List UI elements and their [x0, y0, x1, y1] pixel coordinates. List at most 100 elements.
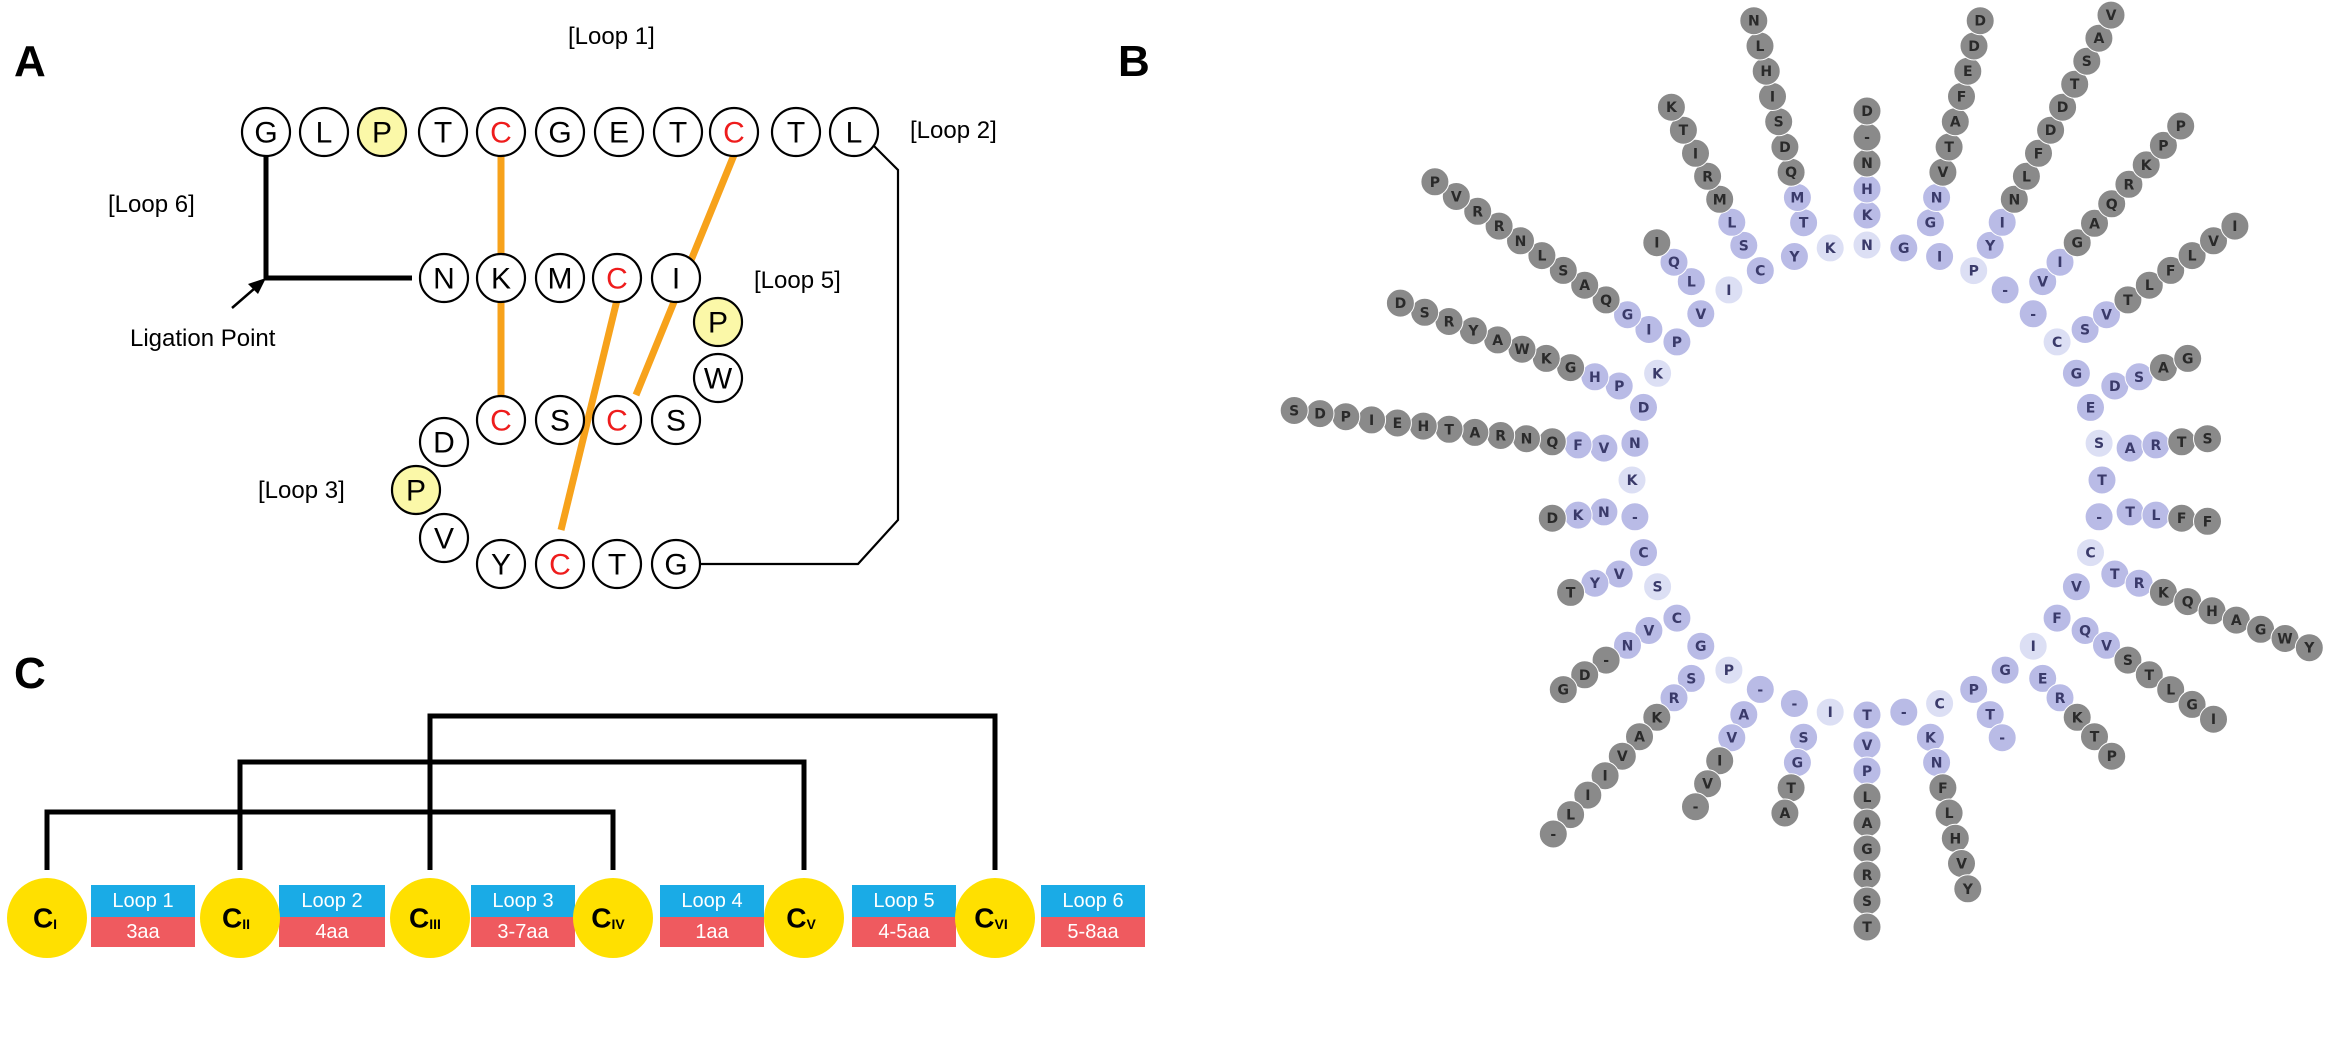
wheel-ring-res-40: K	[1815, 233, 1845, 263]
wheel-spoke-25-res-4: R	[1693, 161, 1723, 191]
wheel-spoke-18-res-1: V	[1634, 616, 1664, 645]
svg-text:-: -	[1603, 653, 1609, 669]
svg-text:N: N	[1629, 436, 1641, 452]
svg-text:V: V	[1726, 731, 1737, 747]
wheel-spoke-7-res-2: R	[2141, 430, 2171, 460]
wheel-spoke-8-res-3: F	[2167, 503, 2197, 533]
wheel-spoke-10-res-2: V	[2092, 630, 2121, 660]
wheel-spoke-3-res-1: Y	[1975, 230, 2005, 260]
svg-text:L: L	[2145, 278, 2154, 294]
svg-text:Loop 2: Loop 2	[301, 890, 362, 912]
wheel-spoke-25-res-5: I	[1681, 138, 1710, 168]
svg-text:N: N	[1521, 432, 1533, 448]
svg-text:K: K	[1862, 208, 1874, 224]
wheel-spoke-26-res-2: M	[1782, 183, 1812, 212]
svg-text:I: I	[2232, 219, 2237, 235]
wheel-spoke-4-res-2: I	[2045, 247, 2075, 277]
residue-24: P	[390, 464, 442, 516]
svg-text:F: F	[1938, 781, 1948, 797]
wheel-ring-res-36: V	[1686, 299, 1716, 329]
svg-text:G: G	[664, 549, 687, 582]
wheel-spoke-21-res-12: D	[1305, 399, 1335, 429]
wheel-spoke-21-res-3: Q	[1537, 427, 1567, 457]
svg-text:D: D	[1779, 140, 1791, 156]
svg-text:N: N	[2008, 192, 2020, 208]
svg-text:G: G	[1622, 308, 1634, 324]
svg-text:S: S	[2094, 436, 2104, 452]
svg-text:C: C	[2085, 546, 2095, 562]
svg-text:A: A	[1950, 115, 1961, 131]
svg-text:P: P	[1614, 379, 1624, 395]
wheel-spoke-3-res-8: T	[2060, 69, 2090, 99]
wheel-spoke-24-res-3: I	[1642, 228, 1672, 258]
svg-text:P: P	[1724, 663, 1734, 679]
svg-text:M: M	[1790, 191, 1804, 207]
svg-text:K: K	[1666, 100, 1678, 116]
residue-1: G	[240, 106, 292, 158]
svg-text:D: D	[1638, 400, 1650, 416]
wheel-spoke-2-res-9: D	[1965, 6, 1995, 36]
svg-text:V: V	[1451, 190, 1462, 206]
svg-text:R: R	[1669, 691, 1680, 707]
svg-text:1aa: 1aa	[695, 921, 729, 943]
wheel-spoke-16-res-1: A	[1729, 700, 1759, 730]
residue-4: T	[417, 106, 469, 158]
svg-text:T: T	[2125, 505, 2135, 521]
wheel-spoke-13-res-6: V	[1947, 849, 1976, 878]
svg-text:T: T	[1566, 585, 1576, 601]
loop-label-3: [Loop 3]	[258, 477, 345, 504]
svg-text:T: T	[2110, 567, 2120, 583]
svg-text:C: C	[606, 263, 628, 296]
wheel-spoke-13-res-4: L	[1934, 798, 1964, 828]
svg-text:4aa: 4aa	[315, 921, 349, 943]
svg-text:L: L	[1863, 790, 1872, 806]
svg-text:S: S	[2202, 432, 2212, 448]
wheel-ring-res-6: -	[2018, 299, 2048, 329]
wheel-spoke-20-res-1: N	[1589, 497, 1619, 527]
wheel-spoke-24-res-2: Q	[1659, 247, 1689, 277]
svg-text:Q: Q	[2079, 624, 2091, 640]
svg-text:P: P	[708, 307, 728, 340]
svg-text:N: N	[1861, 238, 1873, 254]
svg-text:T: T	[1786, 781, 1796, 797]
wheel-spoke-23-res-5: S	[1548, 255, 1578, 285]
svg-text:CIV: CIV	[591, 903, 625, 934]
svg-text:V: V	[434, 523, 454, 556]
wheel-spoke-11-res-5: P	[2097, 741, 2127, 771]
svg-text:A: A	[1738, 708, 1749, 724]
svg-text:G: G	[254, 117, 277, 150]
svg-text:I: I	[1828, 705, 1833, 721]
svg-text:Loop 1: Loop 1	[112, 890, 173, 912]
wheel-spoke-1-res-5: D	[1852, 96, 1882, 126]
svg-text:T: T	[434, 117, 452, 150]
loop-label-2: [Loop 2]	[910, 117, 997, 144]
wheel-spoke-17-res-5: V	[1607, 741, 1637, 771]
wheel-spoke-9-res-2: R	[2124, 568, 2154, 598]
residue-15: C	[591, 252, 643, 304]
wheel-spoke-2-res-2: N	[1922, 183, 1952, 212]
wheel-spoke-9-res-7: G	[2246, 614, 2276, 644]
svg-text:D: D	[433, 427, 455, 460]
svg-text:T: T	[1679, 123, 1689, 139]
svg-text:V: V	[1695, 307, 1706, 323]
wheel-spoke-15-res-1: S	[1789, 722, 1819, 752]
svg-text:A: A	[1779, 806, 1790, 822]
wheel-spoke-5-res-8: I	[2220, 211, 2250, 241]
svg-text:P: P	[1672, 335, 1682, 351]
svg-text:3aa: 3aa	[126, 921, 160, 943]
wheel-spoke-5-res-1: S	[2070, 315, 2100, 344]
svg-text:N: N	[1622, 638, 1634, 654]
wheel-ring-res-27: C	[1662, 603, 1692, 633]
svg-text:N: N	[433, 263, 455, 296]
svg-text:T: T	[1799, 216, 1809, 232]
svg-text:T: T	[1862, 708, 1872, 724]
residue-10: T	[770, 106, 822, 158]
svg-text:P: P	[2176, 119, 2186, 135]
svg-text:V: V	[1956, 857, 1967, 873]
wheel-spoke-3-res-9: S	[2072, 46, 2102, 76]
svg-text:E: E	[1393, 416, 1403, 432]
svg-text:H: H	[1760, 64, 1772, 80]
svg-text:L: L	[1687, 275, 1696, 291]
svg-text:T: T	[1944, 140, 1954, 156]
wheel-ring-res-20: -	[1889, 697, 1919, 727]
